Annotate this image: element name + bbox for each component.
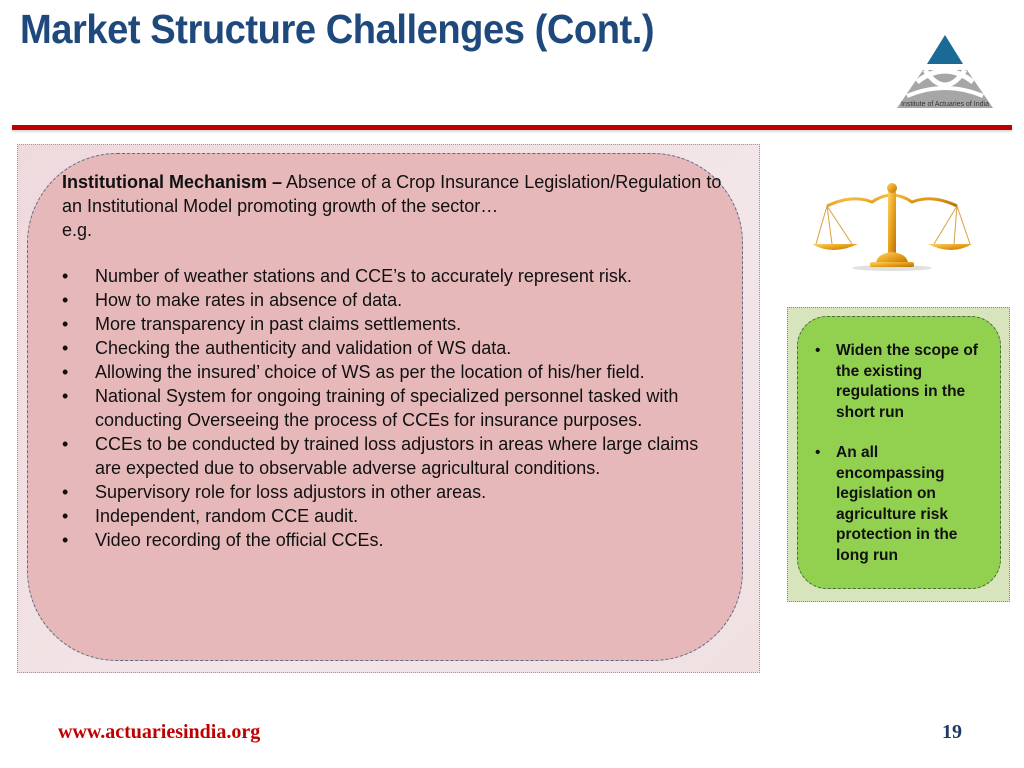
- page-number: 19: [942, 721, 962, 743]
- bullet-icon: •: [62, 530, 69, 550]
- bullet-icon: •: [62, 266, 69, 286]
- bullet-icon: •: [62, 482, 69, 502]
- actuaries-triangle-logo-icon: [897, 35, 993, 108]
- list-item: •National System for ongoing training of…: [62, 386, 679, 430]
- logo-caption: Institute of Actuaries of India: [901, 101, 989, 108]
- list-item: •Checking the authenticity and validatio…: [62, 338, 512, 358]
- list-item: •Widen the scope of the existing regulat…: [815, 342, 978, 421]
- recommendation-list: •Widen the scope of the existing regulat…: [815, 341, 991, 566]
- list-item: •Allowing the insured’ choice of WS as p…: [62, 362, 645, 382]
- bullet-icon: •: [62, 506, 69, 526]
- intro-text: Absence of a Crop Insurance Legislation/…: [62, 172, 722, 216]
- bullet-icon: •: [62, 338, 69, 358]
- left-panel-box: [27, 153, 743, 661]
- left-panel-content: Institutional Mechanism – Absence of a C…: [62, 170, 722, 552]
- intro-heading: Institutional Mechanism –: [62, 172, 283, 192]
- list-item: •How to make rates in absence of data.: [62, 290, 403, 310]
- bullet-icon: •: [815, 444, 821, 461]
- bullet-icon: •: [62, 386, 69, 406]
- list-item: •Video recording of the official CCEs.: [62, 530, 384, 550]
- title-divider: [12, 125, 1012, 130]
- list-item: •More transparency in past claims settle…: [62, 314, 462, 334]
- bullet-icon: •: [62, 434, 69, 454]
- slide-title: Market Structure Challenges (Cont.): [20, 6, 655, 52]
- right-panel-content: •Widen the scope of the existing regulat…: [815, 341, 991, 586]
- scales-of-justice-icon: [812, 183, 972, 271]
- eg-label: e.g.: [62, 220, 93, 240]
- list-item: •Independent, random CCE audit.: [62, 506, 359, 526]
- list-item: •CCEs to be conducted by trained loss ad…: [62, 434, 699, 478]
- bullet-icon: •: [62, 314, 69, 334]
- intro-paragraph: Institutional Mechanism – Absence of a C…: [62, 170, 722, 218]
- list-item: •Supervisory role for loss adjustors in …: [62, 482, 487, 502]
- challenge-list: •Number of weather stations and CCE’s to…: [62, 264, 722, 552]
- bullet-icon: •: [62, 290, 69, 310]
- bullet-icon: •: [815, 342, 821, 359]
- right-panel-box: [797, 316, 1001, 589]
- bullet-icon: •: [62, 362, 69, 382]
- footer-url-link[interactable]: www.actuariesindia.org: [58, 721, 261, 743]
- list-item: •An all encompassing legislation on agri…: [815, 444, 958, 564]
- list-item: •Number of weather stations and CCE’s to…: [62, 266, 632, 286]
